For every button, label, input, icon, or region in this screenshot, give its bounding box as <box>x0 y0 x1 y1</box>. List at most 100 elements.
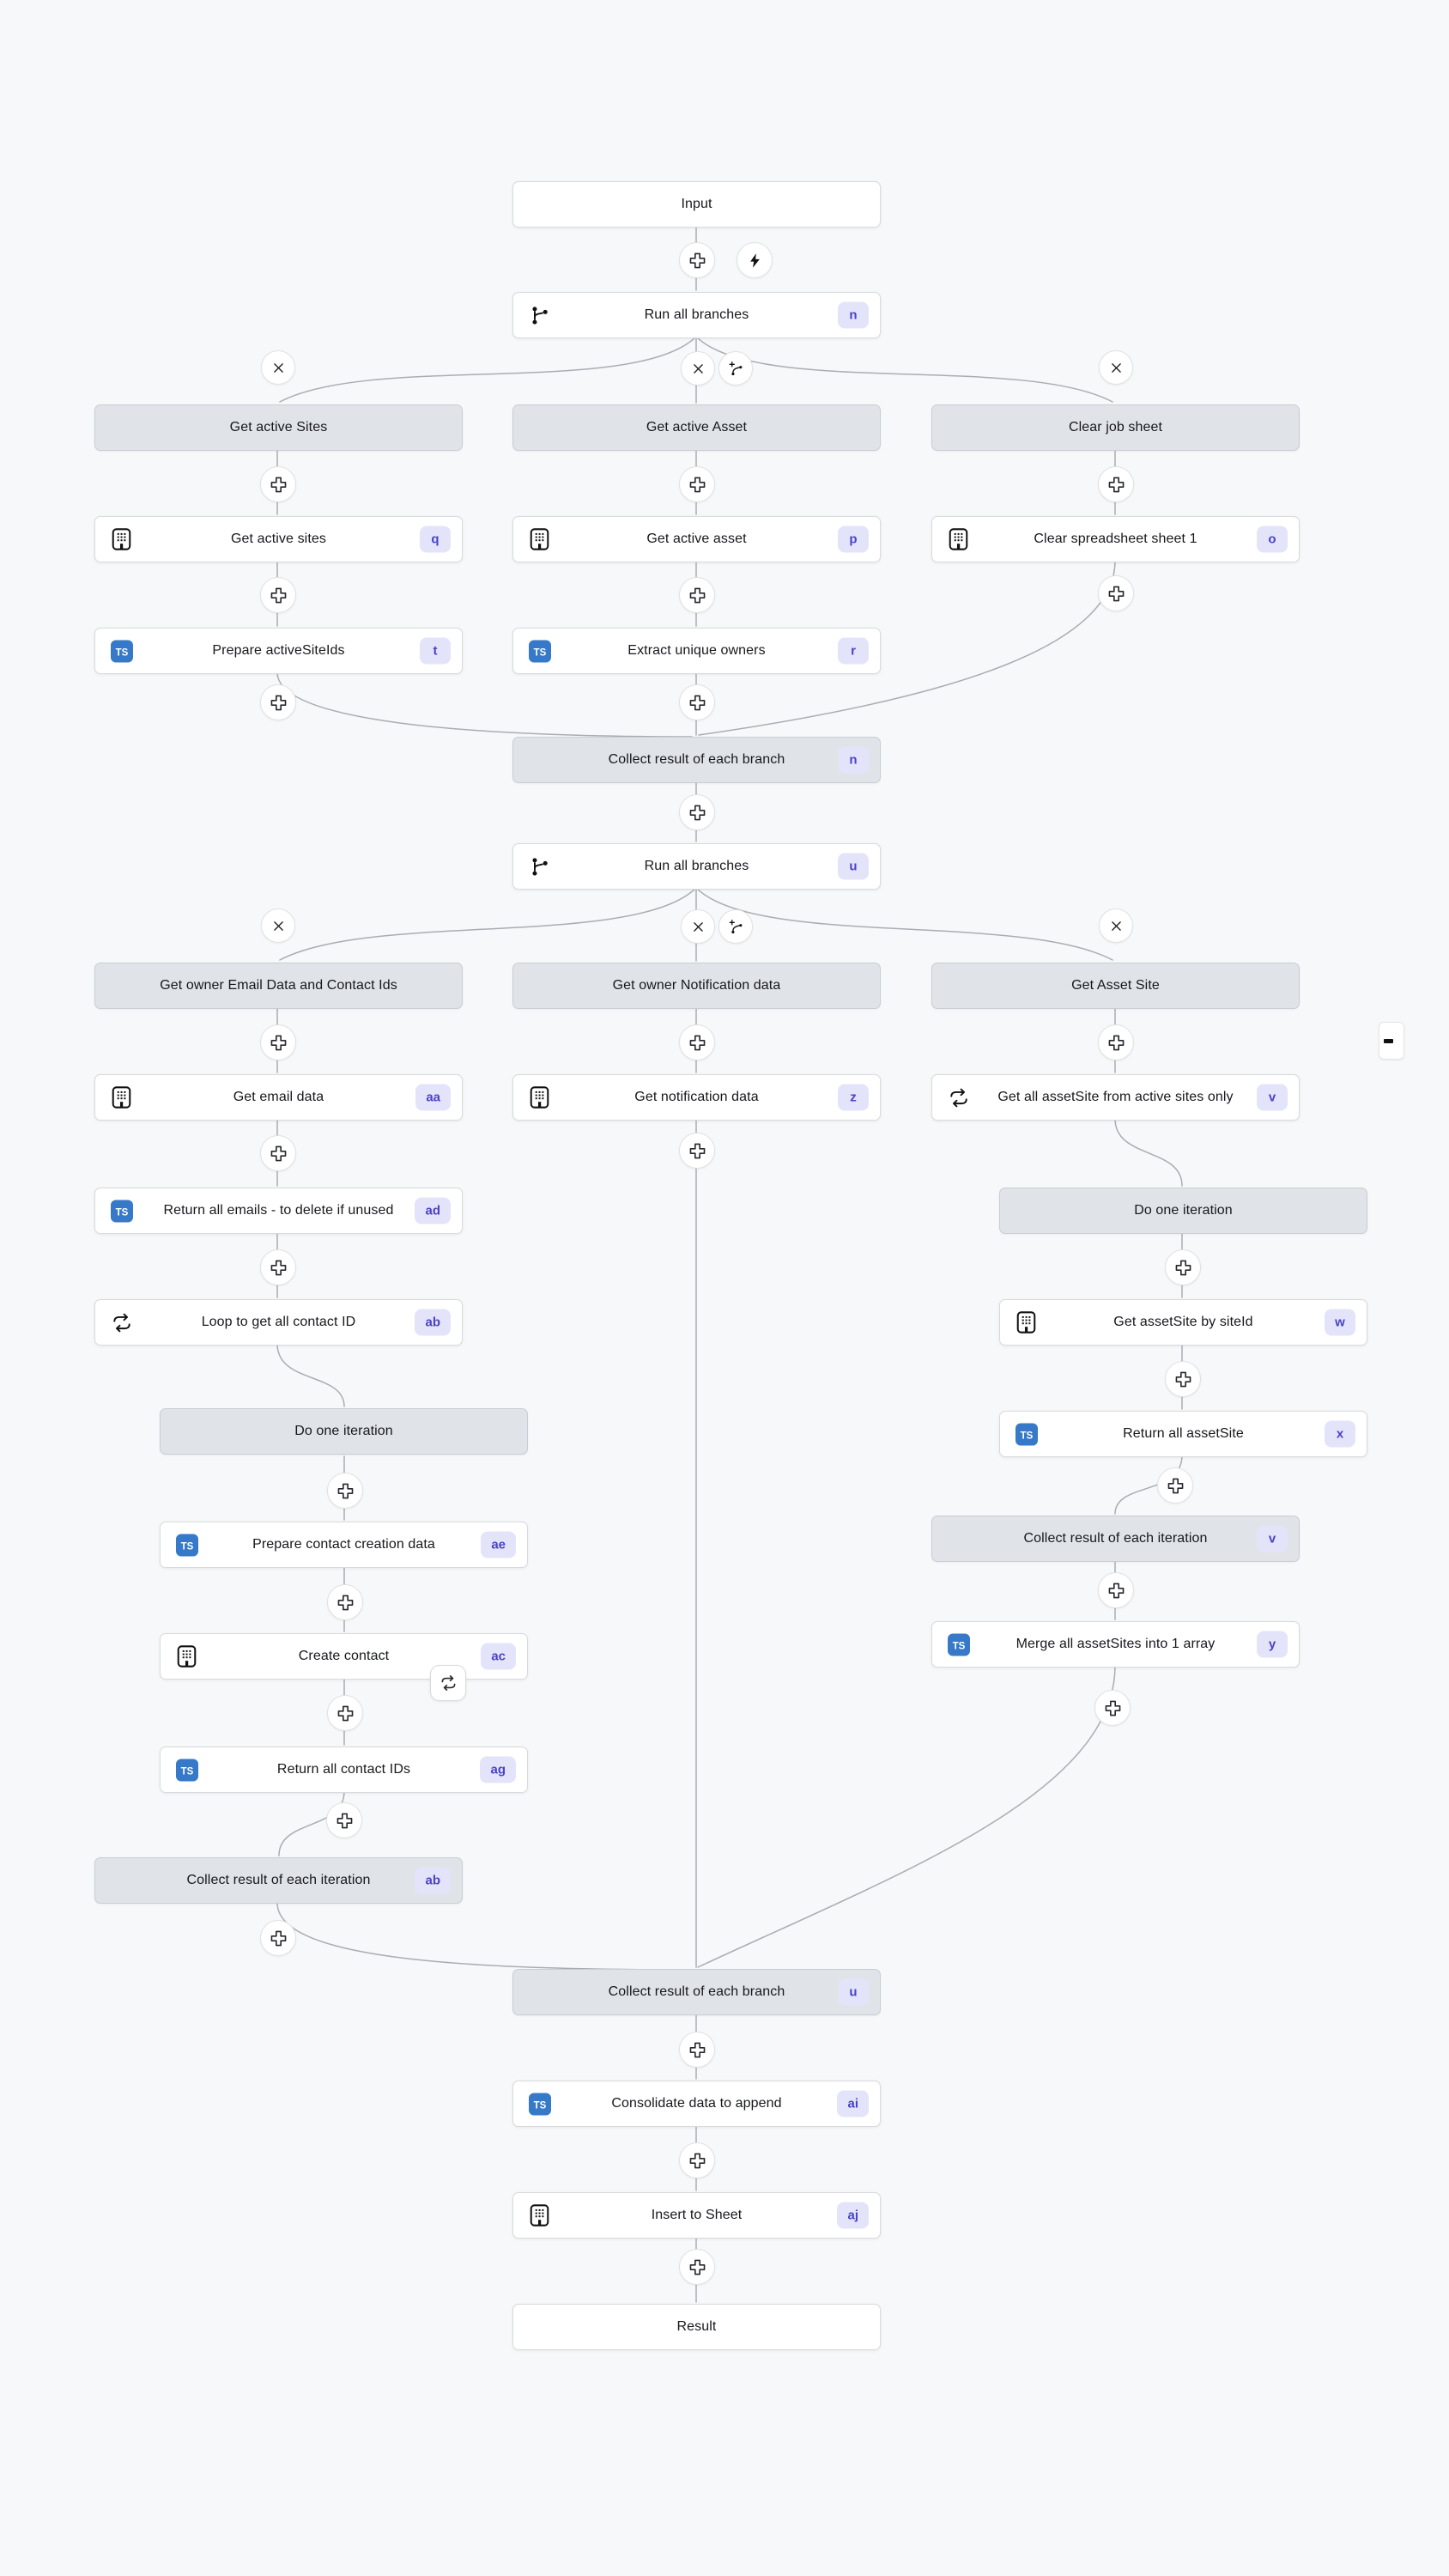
add-step-button[interactable] <box>679 794 715 830</box>
node-prepare-contact-creation-data[interactable]: TS Prepare contact creation data ae <box>160 1522 528 1568</box>
group-header-do-one-iteration-right[interactable]: Do one iteration <box>999 1188 1367 1234</box>
plus-icon <box>269 475 288 495</box>
node-create-contact[interactable]: Create contact ac <box>160 1633 528 1680</box>
node-extract-unique-owners[interactable]: TS Extract unique owners r <box>512 628 881 674</box>
add-step-button[interactable] <box>679 242 715 278</box>
node-get-active-sites[interactable]: Get active sites q <box>94 516 463 562</box>
clipped-node-right-edge[interactable] <box>1379 1022 1404 1060</box>
delete-branch-button[interactable] <box>681 909 715 944</box>
add-step-button[interactable] <box>260 1249 296 1285</box>
node-clear-spreadsheet-sheet-1[interactable]: Clear spreadsheet sheet 1 o <box>931 516 1300 562</box>
add-step-button[interactable] <box>260 577 296 613</box>
node-insert-to-sheet[interactable]: Insert to Sheet aj <box>512 2192 881 2239</box>
node-label: Get all assetSite from active sites only <box>997 1090 1234 1104</box>
node-return-all-emails[interactable]: TS Return all emails - to delete if unus… <box>94 1188 463 1234</box>
add-step-button[interactable] <box>679 577 715 613</box>
node-label: Input <box>681 197 712 211</box>
add-step-button[interactable] <box>326 1802 362 1838</box>
add-step-button[interactable] <box>1165 1361 1201 1397</box>
add-step-button[interactable] <box>327 1695 363 1731</box>
add-step-button[interactable] <box>327 1584 363 1620</box>
add-step-button[interactable] <box>679 2142 715 2178</box>
add-step-button[interactable] <box>679 684 715 720</box>
node-label: Insert to Sheet <box>651 2208 743 2222</box>
spreadsheet-app-icon <box>110 1086 133 1109</box>
add-step-button[interactable] <box>679 1024 715 1060</box>
node-collect-result-iteration-ab[interactable]: Collect result of each iteration ab <box>94 1857 463 1904</box>
branch-header-get-active-asset[interactable]: Get active Asset <box>512 404 881 451</box>
node-loop-to-get-all-contact-id[interactable]: Loop to get all contact ID ab <box>94 1299 463 1346</box>
branch-header-owner-email-contact[interactable]: Get owner Email Data and Contact Ids <box>94 963 463 1009</box>
branch-header-label: Clear job sheet <box>1068 420 1163 434</box>
node-label: Loop to get all contact ID <box>201 1315 356 1329</box>
add-step-button[interactable] <box>327 1473 363 1509</box>
add-step-button[interactable] <box>260 1024 296 1060</box>
delete-branch-button[interactable] <box>1099 908 1133 943</box>
add-step-button[interactable] <box>260 1920 296 1956</box>
add-step-button[interactable] <box>1157 1467 1193 1504</box>
add-step-button[interactable] <box>1094 1690 1131 1726</box>
node-get-notification-data[interactable]: Get notification data z <box>512 1074 881 1121</box>
add-step-button[interactable] <box>1098 466 1134 502</box>
add-branch-button[interactable] <box>718 351 753 386</box>
add-step-button[interactable] <box>679 2032 715 2068</box>
branch-header-get-active-sites[interactable]: Get active Sites <box>94 404 463 451</box>
node-label: Collect result of each branch <box>608 1984 785 1999</box>
branch-header-get-asset-site[interactable]: Get Asset Site <box>931 963 1300 1009</box>
node-label: Create contact <box>298 1649 390 1663</box>
node-collect-result-branch-u[interactable]: Collect result of each branch u <box>512 1969 881 2015</box>
node-collect-result-branch-n[interactable]: Collect result of each branch n <box>512 737 881 783</box>
add-step-button[interactable] <box>260 466 296 502</box>
loop-marker-button[interactable] <box>430 1665 466 1701</box>
node-get-active-asset[interactable]: Get active asset p <box>512 516 881 562</box>
branch-header-clear-job-sheet[interactable]: Clear job sheet <box>931 404 1300 451</box>
spreadsheet-app-icon <box>110 528 133 551</box>
branch-header-owner-notification[interactable]: Get owner Notification data <box>512 963 881 1009</box>
node-result[interactable]: Result <box>512 2304 881 2350</box>
loop-icon <box>947 1086 970 1109</box>
node-consolidate-data-to-append[interactable]: TS Consolidate data to append ai <box>512 2081 881 2127</box>
node-run-all-branches-2[interactable]: Run all branches u <box>512 843 881 890</box>
add-step-button[interactable] <box>679 1133 715 1169</box>
plus-icon <box>1166 1476 1185 1496</box>
svg-text:TS: TS <box>115 1207 128 1218</box>
node-collect-result-iteration-v[interactable]: Collect result of each iteration v <box>931 1516 1300 1562</box>
add-branch-button[interactable] <box>718 909 753 944</box>
node-get-email-data[interactable]: Get email data aa <box>94 1074 463 1121</box>
node-merge-all-assetsites[interactable]: TS Merge all assetSites into 1 array y <box>931 1621 1300 1668</box>
close-icon <box>271 361 286 375</box>
node-label: Result <box>676 2319 717 2334</box>
delete-branch-button[interactable] <box>261 908 295 943</box>
add-step-button[interactable] <box>1098 1024 1134 1060</box>
add-step-button[interactable] <box>679 466 715 502</box>
close-icon <box>691 920 706 934</box>
typescript-icon: TS <box>175 1759 198 1782</box>
node-input[interactable]: Input <box>512 181 881 228</box>
loop-icon <box>110 1311 133 1334</box>
add-step-button[interactable] <box>1098 575 1134 611</box>
add-step-button[interactable] <box>1165 1249 1201 1285</box>
delete-branch-button[interactable] <box>681 351 715 386</box>
typescript-icon: TS <box>947 1633 970 1656</box>
add-step-button[interactable] <box>260 684 296 720</box>
node-return-all-assetsite[interactable]: TS Return all assetSite x <box>999 1411 1367 1457</box>
node-badge: o <box>1257 526 1288 553</box>
node-get-assetsite-by-siteid[interactable]: Get assetSite by siteId w <box>999 1299 1367 1346</box>
node-return-all-contact-ids[interactable]: TS Return all contact IDs ag <box>160 1747 528 1793</box>
node-run-all-branches-1[interactable]: Run all branches n <box>512 292 881 338</box>
add-step-button[interactable] <box>679 2249 715 2285</box>
add-step-button[interactable] <box>260 1135 296 1171</box>
trigger-button[interactable] <box>737 242 773 278</box>
branch-header-label: Get Asset Site <box>1071 978 1160 993</box>
plus-icon <box>688 586 707 605</box>
delete-branch-button[interactable] <box>1099 350 1133 385</box>
branch-header-label: Do one iteration <box>1134 1203 1233 1218</box>
delete-branch-button[interactable] <box>261 350 295 385</box>
node-prepare-activesiteids[interactable]: TS Prepare activeSiteIds t <box>94 628 463 674</box>
group-header-do-one-iteration-left[interactable]: Do one iteration <box>160 1408 528 1455</box>
node-label: Get assetSite by siteId <box>1113 1315 1253 1329</box>
node-get-all-assetsite[interactable]: Get all assetSite from active sites only… <box>931 1074 1300 1121</box>
add-step-button[interactable] <box>1098 1572 1134 1608</box>
